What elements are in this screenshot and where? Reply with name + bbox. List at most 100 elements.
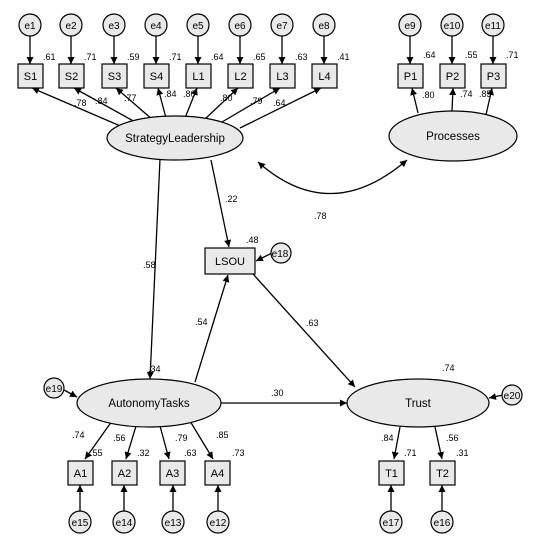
r2-a3: .63	[184, 448, 197, 458]
loading-a3: .79	[175, 433, 188, 443]
indicator-p3: P3	[480, 63, 507, 89]
strategy-to-l1-path	[184, 87, 198, 119]
r2-p1: .64	[423, 50, 436, 60]
indicator-p2: P2	[439, 63, 466, 89]
svg-text:A1: A1	[74, 468, 87, 480]
strategy-to-lsou-path	[210, 159, 232, 248]
indicator-p1: P1	[397, 63, 424, 89]
svg-text:e17: e17	[383, 518, 400, 529]
svg-text:e4: e4	[150, 21, 162, 32]
r2-l2: .65	[253, 52, 266, 62]
strategy-to-l2-path	[204, 87, 239, 120]
svg-text:P3: P3	[487, 71, 500, 83]
strategy-to-s2-path	[73, 87, 138, 124]
loading-t2: .56	[446, 433, 459, 443]
svg-text:e8: e8	[318, 21, 330, 32]
latent-autonomy-tasks: AutonomyTasks	[76, 378, 222, 428]
processes-to-p3-path	[485, 87, 494, 116]
loading-a4: .85	[216, 430, 229, 440]
coef-strategy-processes-cov: .78	[314, 211, 327, 221]
svg-text:e12: e12	[210, 518, 227, 529]
indicators-bottom: A1 A2 A3 A4 T1 T2	[67, 460, 456, 486]
error-e8: e8	[312, 13, 336, 37]
svg-text:L1: L1	[192, 71, 204, 83]
indicator-a3: A3	[159, 460, 186, 486]
indicator-t2: T2	[429, 460, 456, 486]
svg-text:e9: e9	[404, 21, 416, 32]
svg-text:L3: L3	[276, 71, 288, 83]
indicator-l1: L1	[185, 63, 212, 89]
latent-trust: Trust	[346, 378, 490, 428]
autonomy-to-a3-path	[159, 425, 171, 460]
loading-s4: .84	[164, 89, 177, 99]
indicator-a4: A4	[204, 460, 231, 486]
autonomy-to-lsou-path	[194, 274, 230, 383]
loading-p2: .74	[460, 89, 473, 99]
latent-strategy-leadership: StrategyLeadership	[106, 115, 244, 161]
coef-strategy-autonomy: .58	[143, 260, 156, 270]
indicator-s4: S4	[143, 63, 170, 89]
svg-text:S1: S1	[24, 71, 37, 83]
r2-p3: .71	[506, 50, 519, 60]
e19-to-autonomy-arrow	[63, 389, 78, 398]
indicator-l4: L4	[311, 63, 338, 89]
structural-labels: .22 .58 .54 .63 .30 .78	[143, 194, 327, 398]
svg-text:Processes: Processes	[426, 131, 480, 143]
autonomy-to-a2-path	[124, 425, 137, 460]
error-e14: e14	[112, 510, 136, 534]
loading-t1: .84	[381, 433, 394, 443]
error-e20: e20	[501, 384, 523, 406]
trust-to-t2-path	[434, 426, 444, 460]
svg-text:LSOU: LSOU	[215, 256, 245, 268]
svg-text:e16: e16	[434, 518, 451, 529]
strategy-to-s1-path	[31, 87, 126, 129]
error-e1: e1	[18, 13, 42, 37]
r2-labels: .61 .71 .59 .71 .64 .65 .63 .41 .64 .55 …	[43, 50, 519, 458]
svg-text:e15: e15	[72, 518, 89, 529]
error-e2: e2	[59, 13, 83, 37]
strategy-to-l3-path	[221, 87, 281, 123]
error-e3: e3	[102, 13, 126, 37]
indicator-s2: S2	[58, 63, 85, 89]
error-e7: e7	[270, 13, 294, 37]
r2-l4: .41	[337, 52, 350, 62]
error-e13: e13	[161, 510, 185, 534]
svg-text:e6: e6	[234, 21, 246, 32]
svg-text:e20: e20	[504, 391, 521, 402]
loading-a1: .74	[72, 430, 85, 440]
svg-text:A3: A3	[166, 468, 179, 480]
r2-a4: .73	[232, 448, 245, 458]
error-e4: e4	[144, 13, 168, 37]
svg-text:e2: e2	[65, 21, 77, 32]
svg-text:e3: e3	[108, 21, 120, 32]
strategy-to-autonomy-path	[146, 158, 161, 380]
svg-text:AutonomyTasks: AutonomyTasks	[108, 398, 189, 410]
loading-l3: .79	[250, 96, 263, 106]
r2-p2: .55	[465, 50, 478, 60]
r2-autonomy: .34	[148, 364, 161, 374]
loading-l2: .80	[220, 93, 233, 103]
coef-strategy-lsou: .22	[225, 194, 238, 204]
r2-l3: .63	[295, 52, 308, 62]
strategy-to-l4-path	[239, 87, 322, 129]
svg-text:T1: T1	[385, 468, 398, 480]
loading-s2: .84	[95, 96, 108, 106]
autonomy-to-a1-path	[84, 420, 113, 460]
error-e15: e15	[68, 510, 92, 534]
r2-lsou: .48	[246, 235, 259, 245]
loading-l1: .80	[183, 89, 196, 99]
loading-s3: .77	[124, 93, 137, 103]
r2-a2: .32	[137, 448, 150, 458]
svg-text:e14: e14	[116, 518, 133, 529]
autonomy-to-a4-path	[189, 420, 214, 460]
indicator-l2: L2	[227, 63, 254, 89]
error-e19: e19	[43, 377, 65, 399]
svg-text:L4: L4	[318, 71, 330, 83]
strategy-to-s4-path	[156, 87, 167, 119]
error-terms-bottom: e15 e14 e13 e12 e17 e16	[68, 510, 454, 534]
coef-autonomy-lsou: .54	[195, 317, 208, 327]
svg-text:P1: P1	[404, 71, 417, 83]
r2-trust: .74	[442, 363, 455, 373]
indicator-l3: L3	[269, 63, 296, 89]
